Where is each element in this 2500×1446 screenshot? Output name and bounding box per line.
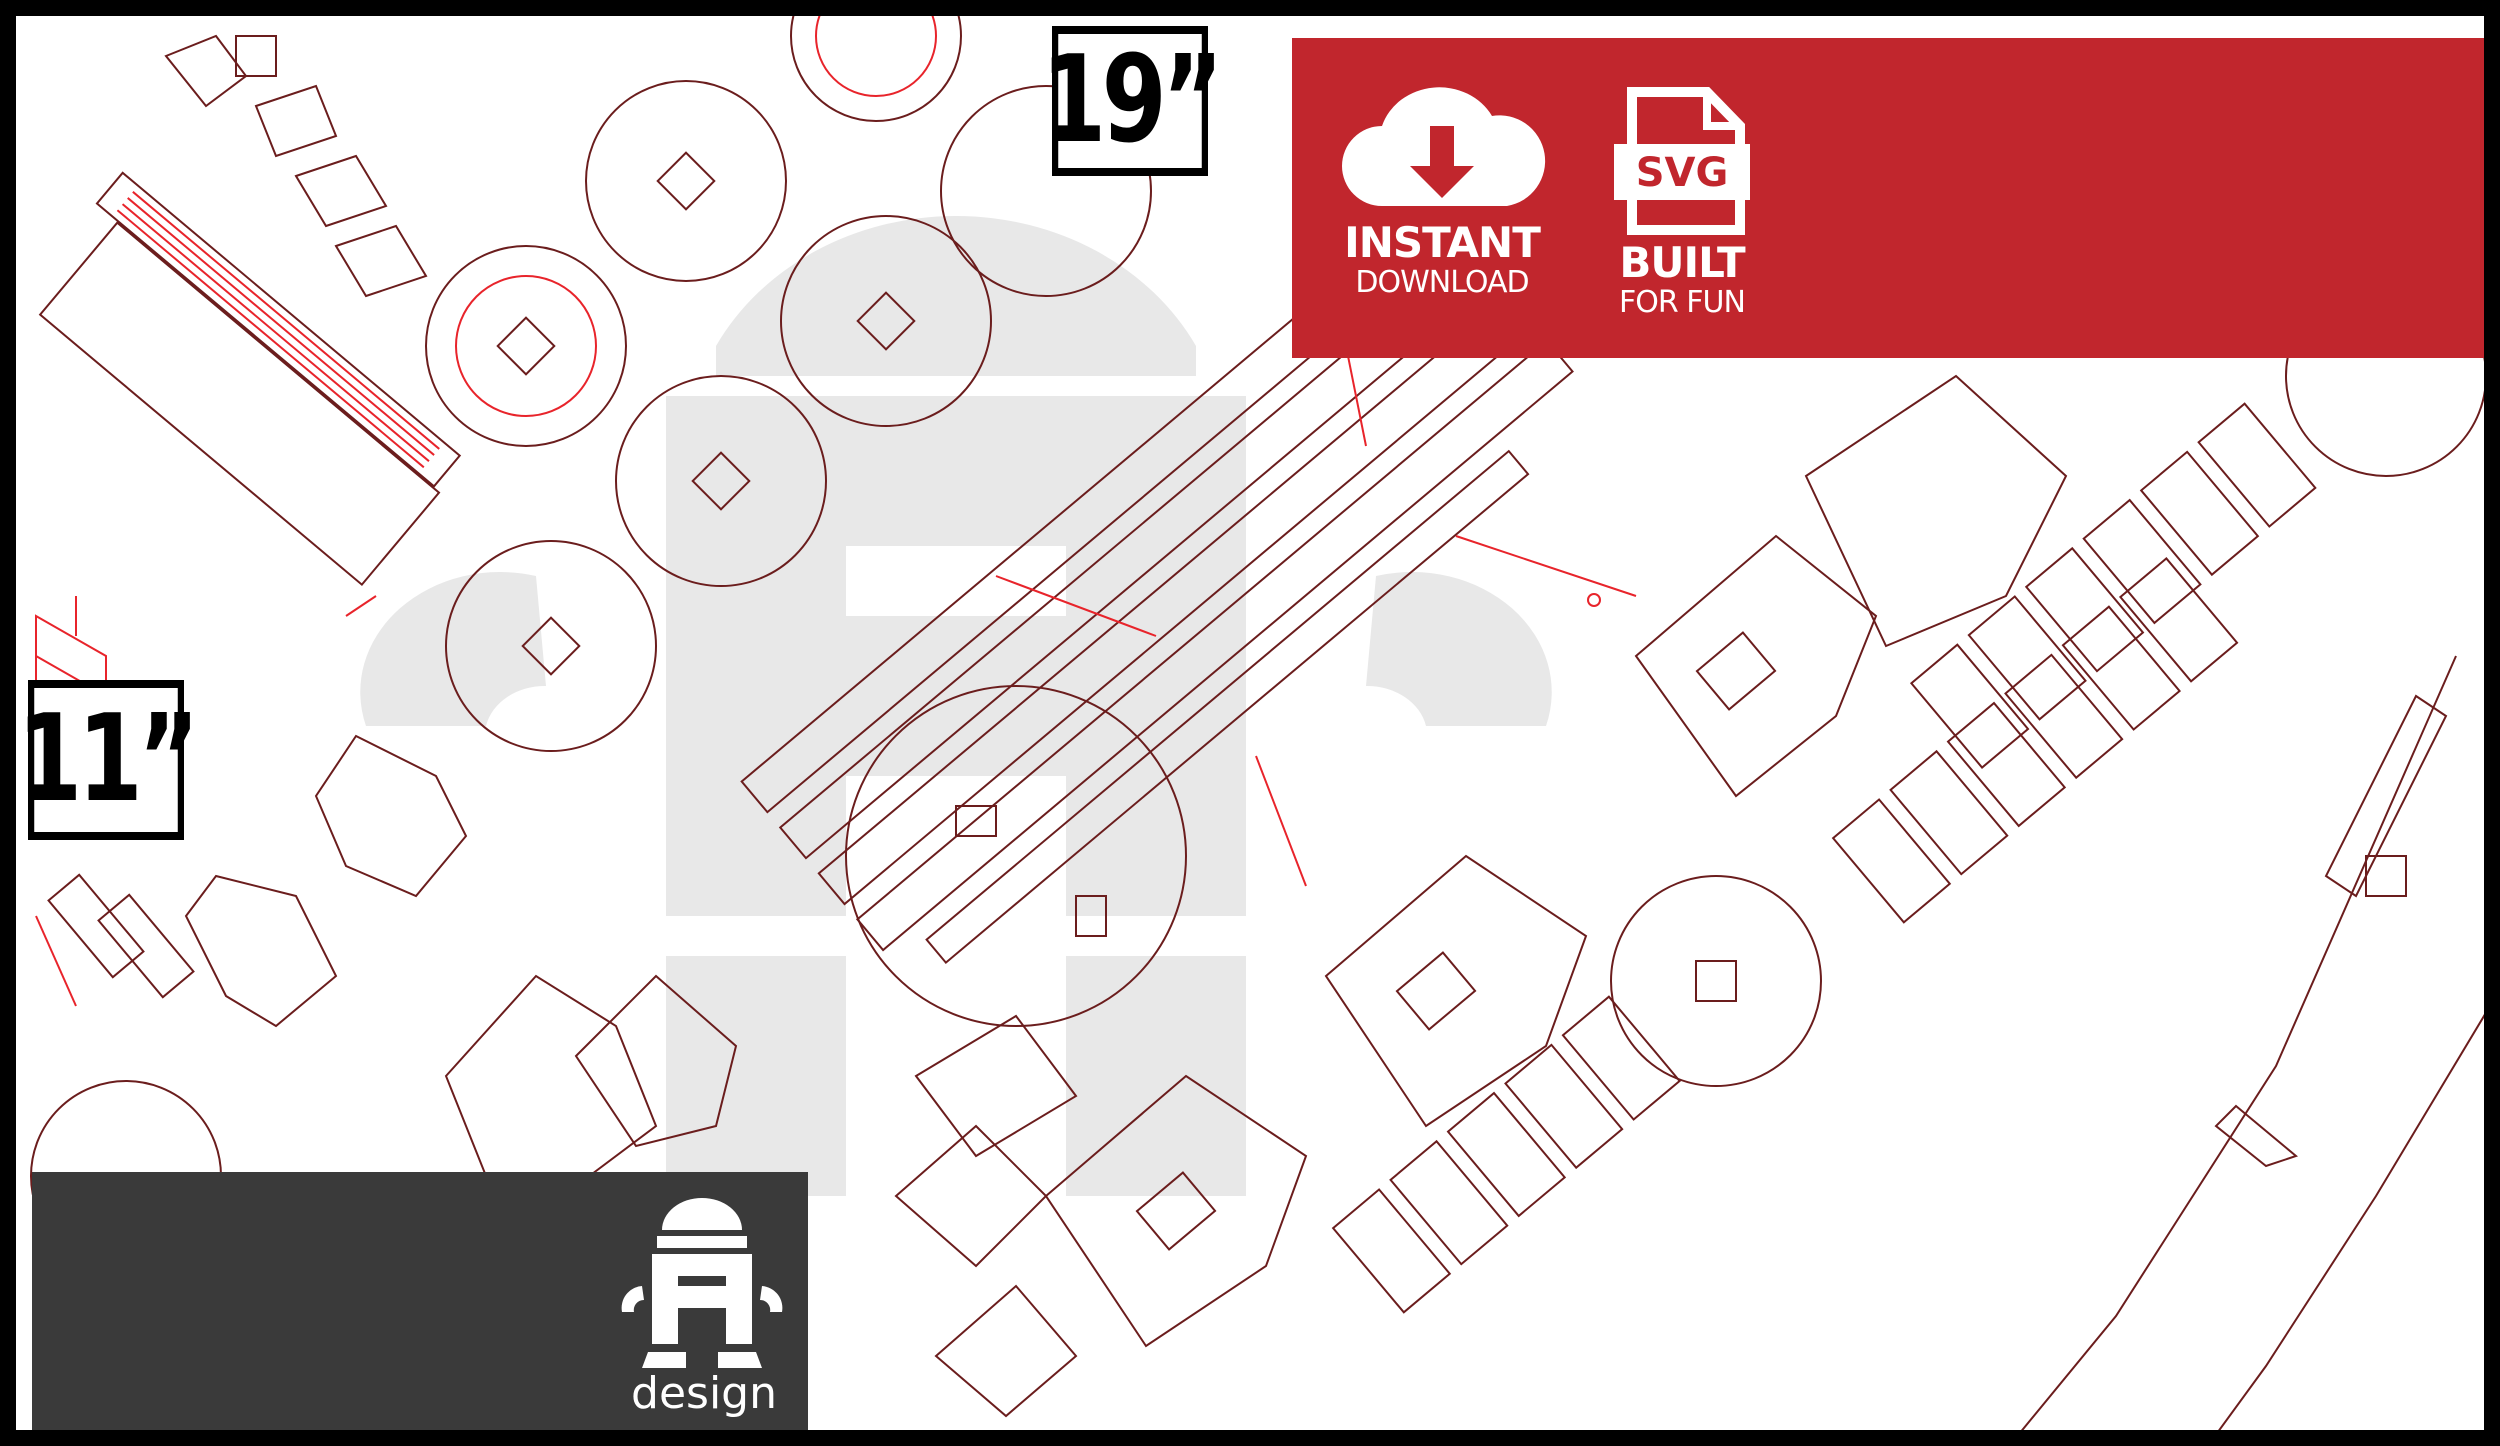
tab-rows-right (1331, 402, 2317, 1314)
gear-segment-2 (1324, 854, 1588, 1128)
download-line1: INSTANT (1344, 218, 1541, 267)
width-dimension-label: 19” (1041, 26, 1224, 176)
laser-cut-layout-artwork (30, 16, 2484, 1430)
watermark-robot (360, 215, 1552, 1196)
download-line2: DOWNLOAD (1355, 265, 1529, 300)
width-dimension-text: 19” (1041, 31, 1223, 170)
round-part-1 (585, 80, 787, 282)
gear-segment-3 (1044, 1074, 1308, 1348)
cluster-bottom-middle (444, 974, 1078, 1418)
round-part-6 (940, 85, 1152, 297)
diagonal-strip-top-left (95, 171, 462, 488)
cluster-left-middle (47, 734, 468, 1028)
height-dimension-label: 11” (17, 680, 200, 840)
svg-line2: FOR FUN (1619, 285, 1746, 320)
cluster-top-left (164, 34, 428, 298)
round-part-5 (445, 540, 657, 752)
diagonal-bars (740, 201, 1574, 965)
instant-download-badge: INSTANT DOWNLOAD (1332, 86, 1552, 300)
round-part-3 (780, 215, 992, 427)
robot-logo-icon (621, 1198, 783, 1368)
brand-logo-panel: design (32, 1172, 808, 1430)
central-hub (845, 685, 1187, 1027)
logo-text: design (631, 1368, 777, 1419)
long-outline-right (2021, 655, 2484, 1430)
cloud-download-icon (1342, 87, 1546, 206)
round-part-7 (790, 16, 962, 122)
svg-file-icon: SVG (1614, 87, 1750, 235)
gear-segment-4 (1804, 374, 2068, 648)
round-part-4 (615, 375, 827, 587)
round-part-2 (425, 245, 627, 447)
svg-file-badge: SVG BUILT FOR FUN (1592, 86, 1772, 320)
round-part-8 (1610, 875, 1822, 1087)
height-dimension-text: 11” (17, 690, 199, 829)
svg-icon-text: SVG (1636, 150, 1729, 196)
diagonal-panel-left (38, 221, 441, 587)
gear-segment-1 (1634, 534, 1878, 798)
svg-line1: BUILT (1619, 238, 1745, 287)
feature-banner: INSTANT DOWNLOAD SVG BUILT FOR FUN (1292, 38, 2484, 358)
